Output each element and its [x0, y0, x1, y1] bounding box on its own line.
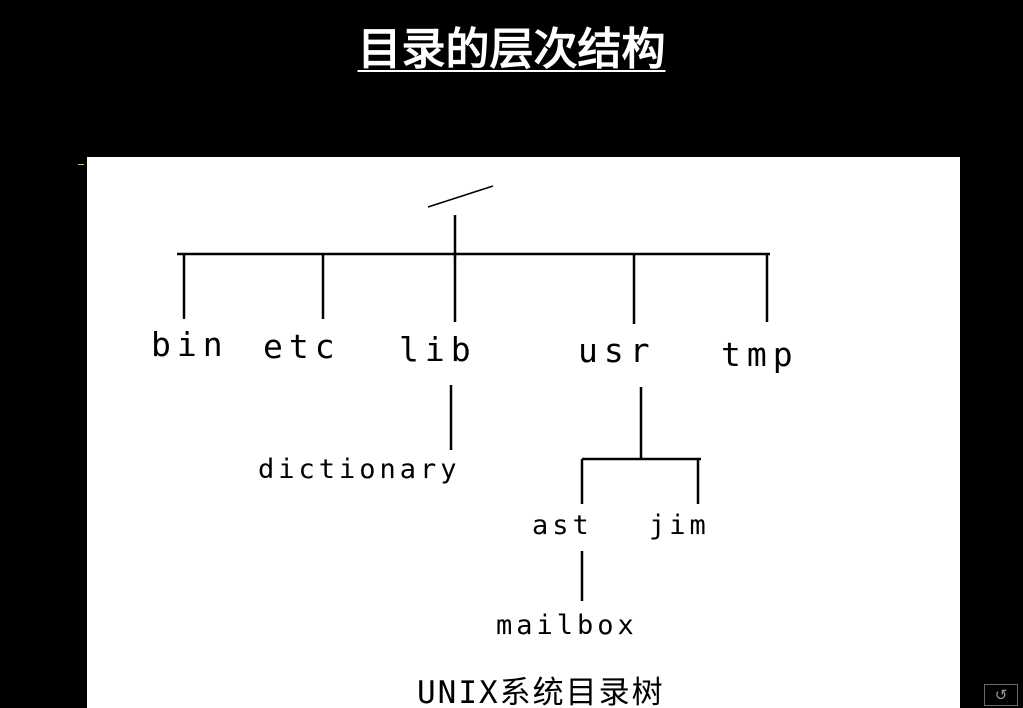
node-etc: etc: [263, 327, 341, 366]
root-slash-line: [427, 185, 494, 208]
node-lib: lib: [399, 330, 477, 369]
diagram-caption: UNIX系统目录树: [417, 675, 665, 708]
return-glyph: ↺: [994, 686, 1008, 704]
tree-lines: [177, 185, 770, 601]
node-bin: bin: [151, 325, 229, 364]
node-ast: ast: [532, 510, 593, 541]
node-dictionary: dictionary: [258, 454, 461, 485]
slide-title: 目录的层次结构: [357, 24, 666, 75]
decorative-dash: [78, 164, 84, 165]
node-mailbox: mailbox: [496, 610, 638, 641]
node-tmp: tmp: [721, 335, 799, 374]
return-arrow-icon[interactable]: ↺: [984, 684, 1018, 706]
diagram-panel: bin etc lib usr tmp dictionary ast jim m…: [87, 157, 960, 708]
node-usr: usr: [578, 331, 656, 370]
node-jim: jim: [649, 510, 710, 541]
